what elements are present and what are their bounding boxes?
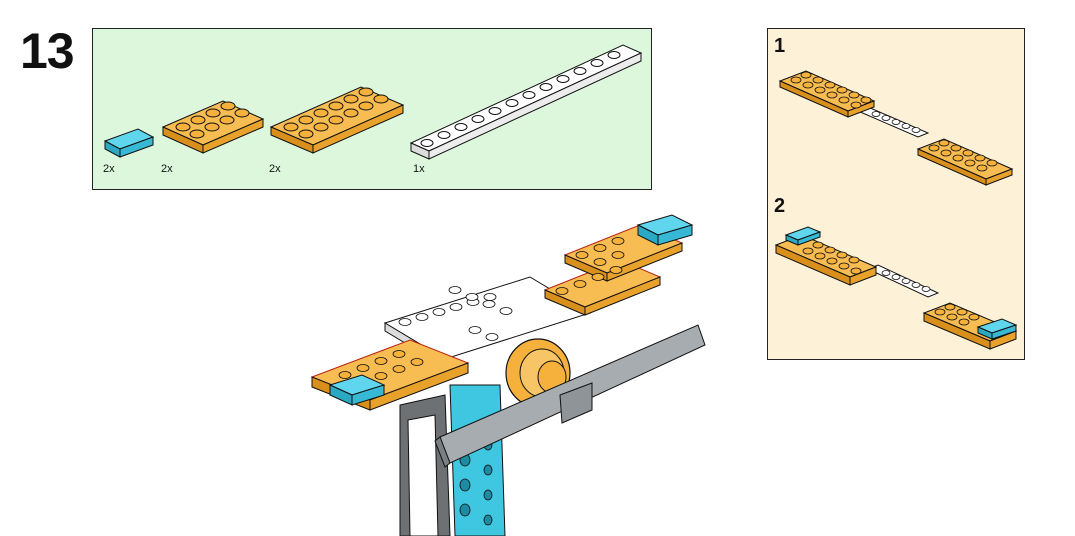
motor-body bbox=[399, 394, 451, 536]
sub-step-1-build bbox=[778, 70, 1014, 186]
main-model-illustration bbox=[310, 214, 706, 536]
part-qty: 2x bbox=[103, 163, 115, 175]
parts-illustration bbox=[103, 44, 643, 160]
orange-plates-right bbox=[543, 214, 694, 316]
sub-assembly-illustration bbox=[774, 70, 1018, 350]
sub-assembly-box: 1 2 bbox=[767, 28, 1025, 360]
orange-plates-left bbox=[310, 339, 470, 411]
parts-list-box: 2x 2x 2x 1x bbox=[92, 28, 652, 190]
part-plate-2x4-orange bbox=[161, 100, 265, 154]
sub-step-number: 1 bbox=[774, 35, 786, 57]
part-plate-2x6-orange bbox=[269, 86, 405, 154]
part-plate-1x12-white bbox=[409, 44, 643, 160]
step-number: 13 bbox=[20, 23, 75, 79]
part-qty: 2x bbox=[269, 163, 281, 175]
gray-arm bbox=[434, 324, 706, 468]
azure-beam bbox=[449, 384, 506, 536]
sub-step-2-build bbox=[774, 226, 1018, 350]
part-qty: 1x bbox=[413, 163, 425, 175]
part-flat-tile-azure bbox=[103, 128, 155, 158]
part-qty: 2x bbox=[161, 163, 173, 175]
sub-step-number: 2 bbox=[774, 195, 786, 217]
